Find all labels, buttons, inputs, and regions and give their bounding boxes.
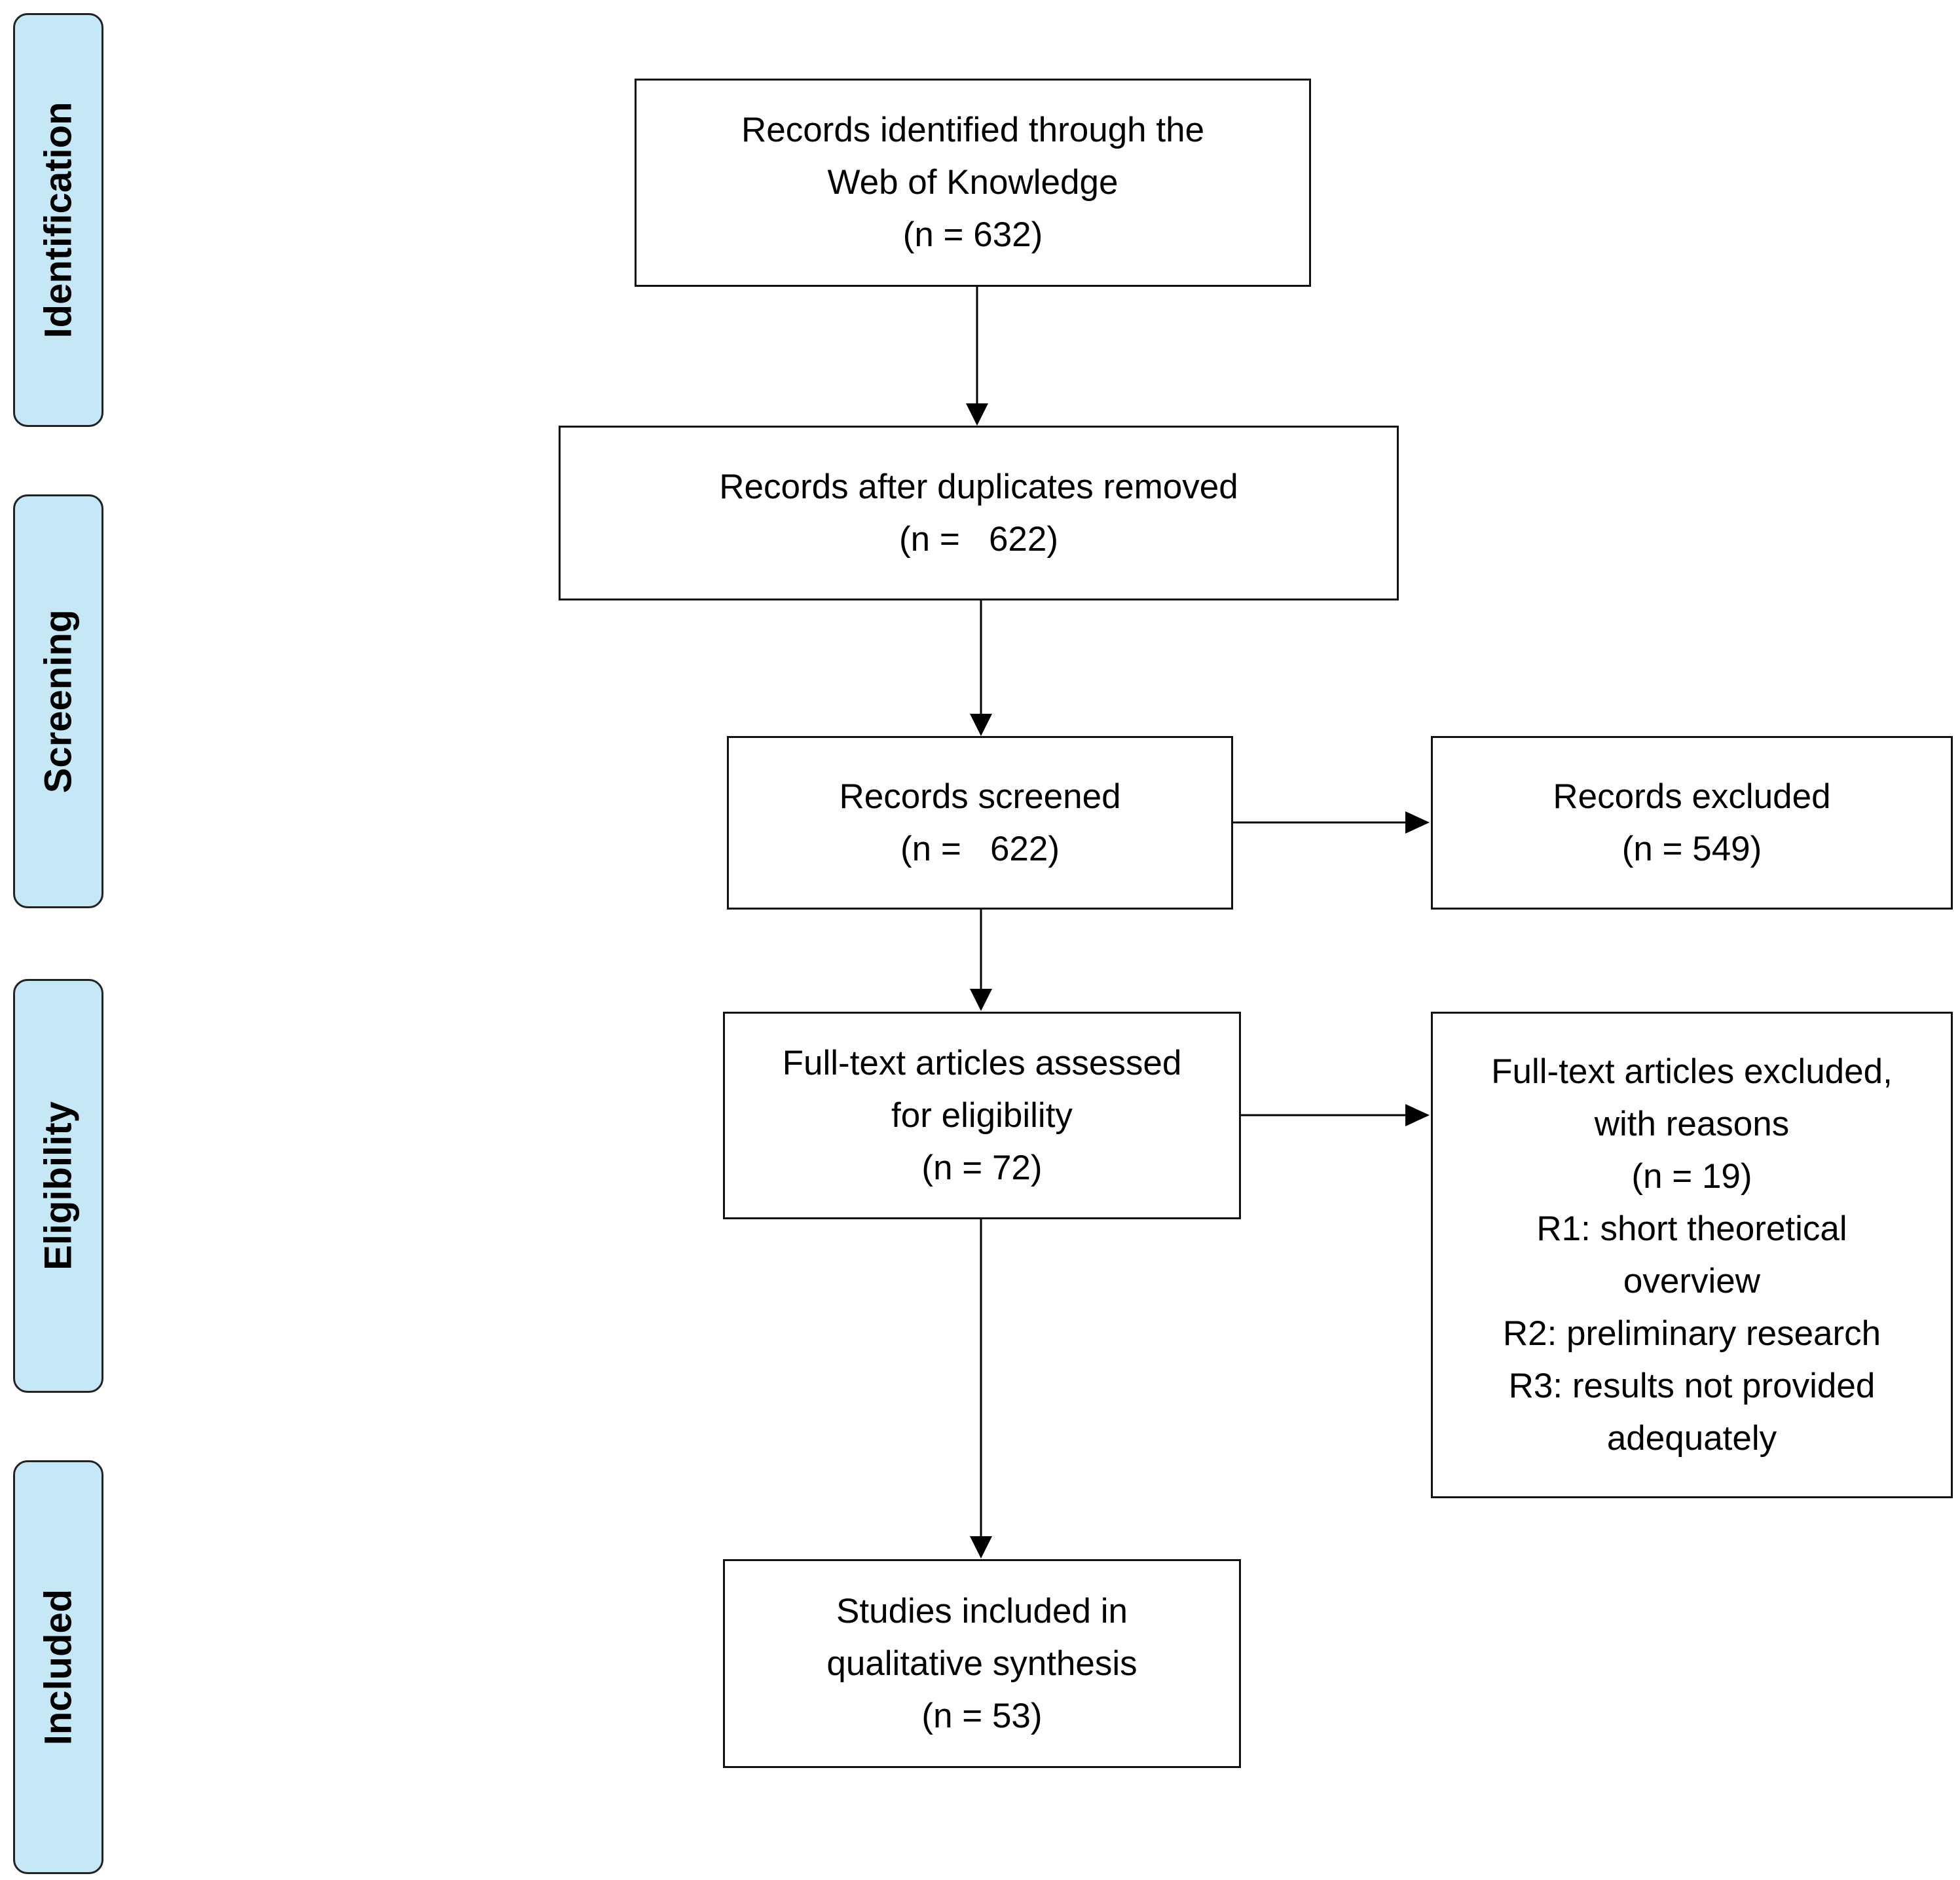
arrowhead-fulltext-excluded	[1405, 1104, 1430, 1126]
box-records-after-duplicates: Records after duplicates removed (n = 62…	[559, 426, 1399, 600]
arrowhead-included	[970, 1536, 992, 1558]
records-identified-line2: Web of Knowledge	[827, 163, 1119, 202]
box-records-screened: Records screened (n = 622)	[727, 736, 1233, 910]
full-text-excluded-count: (n = 19)	[1631, 1156, 1752, 1196]
arrowhead-assessed	[970, 989, 992, 1011]
reason-r1-line2: overview	[1623, 1261, 1761, 1300]
stage-eligibility: Eligibility	[13, 979, 103, 1393]
records-after-duplicates-count: (n = 622)	[898, 519, 1059, 559]
studies-included-line1: Studies included in	[836, 1591, 1128, 1631]
box-records-excluded: Records excluded (n = 549)	[1431, 736, 1953, 910]
box-full-text-assessed: Full-text articles assessed for eligibil…	[723, 1012, 1241, 1219]
records-screened-line1: Records screened	[839, 777, 1121, 816]
full-text-assessed-line1: Full-text articles assessed	[782, 1043, 1182, 1082]
full-text-assessed-line2: for eligibility	[891, 1096, 1073, 1135]
reason-r3-line2: adequately	[1606, 1418, 1777, 1458]
box-studies-included: Studies included in qualitative synthesi…	[723, 1559, 1241, 1768]
reason-r2: R2: preliminary research	[1502, 1314, 1881, 1353]
reason-r1-line1: R1: short theoretical	[1536, 1209, 1847, 1248]
full-text-assessed-count: (n = 72)	[921, 1148, 1043, 1187]
records-after-duplicates-line1: Records after duplicates removed	[719, 467, 1238, 506]
stage-identification: Identification	[13, 13, 103, 427]
stage-included: Included	[13, 1460, 103, 1874]
stage-screening: Screening	[13, 494, 103, 908]
reason-r3-line1: R3: results not provided	[1508, 1366, 1876, 1405]
full-text-excluded-line1: Full-text articles excluded,	[1491, 1052, 1893, 1091]
records-excluded-line1: Records excluded	[1553, 777, 1831, 816]
studies-included-count: (n = 53)	[921, 1696, 1043, 1735]
box-records-identified: Records identified through the Web of Kn…	[635, 79, 1311, 287]
arrowhead-deduplicated	[966, 403, 988, 426]
records-identified-count: (n = 632)	[902, 215, 1043, 254]
studies-included-line2: qualitative synthesis	[826, 1644, 1137, 1683]
arrowhead-screened	[970, 714, 992, 736]
full-text-excluded-line2: with reasons	[1594, 1104, 1790, 1143]
records-screened-count: (n = 622)	[900, 829, 1060, 868]
arrowhead-excluded	[1405, 811, 1430, 834]
records-identified-line1: Records identified through the	[741, 111, 1205, 149]
records-excluded-count: (n = 549)	[1621, 829, 1762, 868]
box-full-text-excluded: Full-text articles excluded, with reason…	[1431, 1012, 1953, 1498]
